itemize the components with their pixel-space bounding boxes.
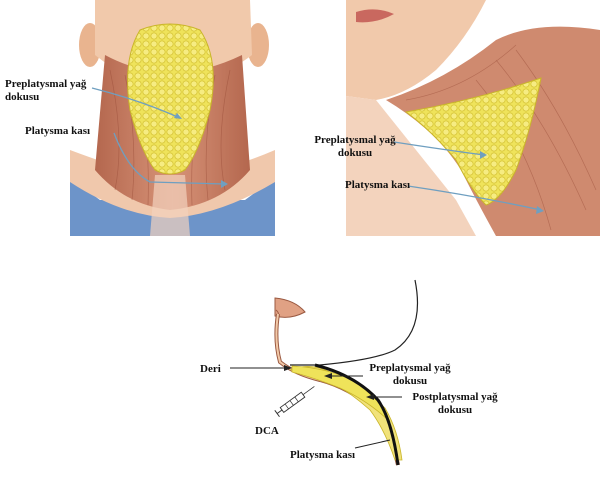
diagram-label-dca: DCA [255,425,279,437]
arrowhead [480,151,487,159]
side-label-preplatysmal: Preplatysmal yağ dokusu [300,134,410,160]
diagram-label-postplatysmal: Postplatysmal yağ dokusu [400,391,510,417]
arrow-platysma-side [407,185,542,211]
arrow-platysma-front [113,132,226,185]
front-preplatysmal-line2: dokusu [5,91,40,103]
side-neck-illustration [346,0,600,236]
schematic-svg [230,279,419,466]
arrowhead [174,113,182,119]
side-label-platysma: Platysma kası [345,179,411,191]
front-label-preplatysmal: Preplatysmal yağ dokusu [5,78,86,104]
arrowhead [221,180,228,188]
front-neck-illustration [70,0,275,236]
face-outline [290,279,419,366]
face-skin [346,0,486,100]
diagram-postplatysmal-line1: Postplatysmal yağ [412,391,498,403]
side-neck-svg [346,0,600,236]
schematic-diagram [180,270,600,490]
platysma-line [314,363,400,466]
diagram-label-preplatysmal: Preplatysmal yağ dokusu [355,362,465,388]
front-preplatysmal-line1: Preplatysmal yağ [5,78,87,90]
arrow-preplatysmal-front [91,87,181,119]
diagram-preplatysmal-line1: Preplatysmal yağ [369,362,451,374]
diagram-postplatysmal-line2: dokusu [437,404,473,416]
lip-shape [274,297,306,318]
trachea [150,175,190,236]
arrowhead [536,206,544,214]
front-label-platysma: Platysma kası [25,125,91,137]
arrow-platysma-schematic [354,439,391,449]
throat-skin [346,96,476,236]
side-preplatysmal-line2: dokusu [337,147,373,159]
side-preplatysmal-line1: Preplatysmal yağ [314,134,396,146]
diagram-preplatysmal-line2: dokusu [392,375,428,387]
diagram-label-platysma: Platysma kası [290,449,356,461]
diagram-label-deri: Deri [200,363,221,375]
front-neck-svg [70,0,275,236]
syringe-icon [274,386,315,418]
lips [356,9,394,23]
preplatysmal-fat-side [404,77,542,206]
preplatysmal-fat-front [127,23,214,175]
arrow-preplatysmal-side [393,141,485,156]
right-ear [247,23,269,67]
